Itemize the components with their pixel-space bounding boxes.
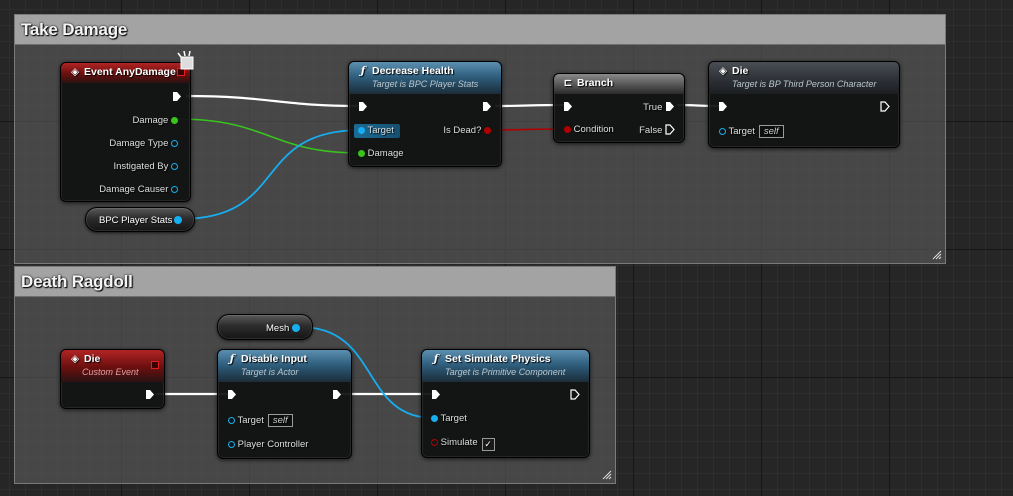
function-icon: ƒ bbox=[360, 65, 366, 77]
object-pin-icon[interactable] bbox=[358, 127, 365, 134]
object-pin-icon[interactable] bbox=[431, 415, 438, 422]
delegate-pin-icon[interactable] bbox=[151, 361, 159, 369]
node-header: ƒ Disable Input Target is Actor bbox=[218, 350, 351, 382]
node-header: ◈ Event AnyDamage bbox=[61, 63, 190, 83]
pin-true[interactable]: True bbox=[643, 101, 675, 114]
pin-false[interactable]: False bbox=[639, 124, 675, 137]
event-diamond-icon: ◈ bbox=[70, 353, 80, 365]
event-diamond-icon: ◈ bbox=[70, 66, 80, 78]
node-title: Die bbox=[84, 353, 101, 365]
simulate-checkbox[interactable]: ✓ bbox=[481, 438, 495, 451]
pin-damage-type[interactable]: Damage Type bbox=[109, 138, 178, 150]
exec-in-pin[interactable] bbox=[227, 389, 237, 400]
pin-simulate[interactable]: Simulate✓ bbox=[431, 437, 495, 451]
exec-in-pin[interactable] bbox=[431, 389, 441, 400]
object-pin-icon[interactable] bbox=[171, 140, 178, 147]
node-title: Die bbox=[732, 65, 749, 77]
node-die-event[interactable]: ◈ Die Custom Event bbox=[60, 349, 165, 409]
pin-damage[interactable]: Damage bbox=[132, 115, 178, 127]
float-pin-icon[interactable] bbox=[358, 150, 365, 157]
node-title: Event AnyDamage bbox=[84, 66, 176, 78]
variable-label: BPC Player Stats bbox=[99, 215, 173, 226]
node-bpc-player-stats[interactable]: BPC Player Stats bbox=[85, 207, 195, 232]
target-default-field[interactable]: self bbox=[267, 414, 293, 427]
exec-out-pin[interactable] bbox=[570, 389, 580, 400]
pin-instigated-by[interactable]: Instigated By bbox=[113, 161, 178, 173]
event-signal-icon bbox=[177, 51, 194, 70]
target-default-field[interactable]: self bbox=[758, 125, 784, 138]
pin-damage-causer[interactable]: Damage Causer bbox=[99, 184, 178, 196]
object-pin-icon[interactable] bbox=[292, 324, 300, 332]
node-header: ⊏ Branch bbox=[554, 74, 684, 94]
node-event-any-damage[interactable]: ◈ Event AnyDamage Damage Damage Type Inst… bbox=[60, 51, 194, 202]
exec-out-pin[interactable] bbox=[665, 124, 675, 135]
function-icon: ƒ bbox=[229, 353, 235, 365]
branch-icon: ⊏ bbox=[563, 77, 573, 89]
node-die-call[interactable]: ◈ Die Target is BP Third Person Character… bbox=[708, 61, 900, 148]
node-header: ◈ Die Custom Event bbox=[61, 350, 164, 382]
exec-out-pin[interactable] bbox=[172, 91, 182, 102]
node-subtitle: Target is Actor bbox=[241, 367, 299, 377]
pin-is-dead[interactable]: Is Dead? bbox=[443, 125, 491, 137]
resize-grip-icon[interactable] bbox=[932, 250, 942, 260]
node-subtitle: Target is BPC Player Stats bbox=[372, 79, 479, 89]
exec-out-pin[interactable] bbox=[145, 389, 155, 400]
pin-player-controller[interactable]: Player Controller bbox=[228, 439, 308, 451]
node-title: Set Simulate Physics bbox=[445, 353, 551, 365]
bool-pin-icon[interactable] bbox=[484, 127, 491, 134]
node-header: ƒ Set Simulate Physics Target is Primitiv… bbox=[422, 350, 589, 382]
exec-in-pin[interactable] bbox=[563, 101, 573, 112]
exec-in-pin[interactable] bbox=[358, 101, 368, 112]
bool-pin-icon[interactable] bbox=[431, 439, 438, 446]
node-header: ƒ Decrease Health Target is BPC Player St… bbox=[349, 62, 501, 94]
node-title: Branch bbox=[577, 77, 614, 89]
bool-pin-icon[interactable] bbox=[564, 126, 571, 133]
pin-target[interactable]: Target bbox=[431, 413, 467, 425]
node-subtitle: Target is Primitive Component bbox=[445, 367, 566, 377]
node-subtitle: Custom Event bbox=[82, 367, 139, 377]
object-pin-icon[interactable] bbox=[174, 216, 182, 224]
node-title: Disable Input bbox=[241, 353, 307, 365]
float-pin-icon[interactable] bbox=[171, 117, 178, 124]
exec-out-pin[interactable] bbox=[332, 389, 342, 400]
event-diamond-icon: ◈ bbox=[718, 65, 728, 77]
node-mesh[interactable]: Mesh bbox=[217, 314, 313, 340]
variable-label: Mesh bbox=[266, 323, 290, 334]
node-branch[interactable]: ⊏ Branch True Condition False bbox=[553, 73, 685, 143]
exec-in-pin[interactable] bbox=[718, 101, 728, 112]
resize-grip-icon[interactable] bbox=[602, 470, 612, 480]
node-subtitle: Target is BP Third Person Character bbox=[732, 79, 877, 89]
comment-title[interactable]: Take Damage bbox=[15, 15, 945, 45]
object-pin-icon[interactable] bbox=[171, 163, 178, 170]
node-set-simulate-physics[interactable]: ƒ Set Simulate Physics Target is Primitiv… bbox=[421, 349, 590, 458]
pin-damage[interactable]: Damage bbox=[358, 148, 404, 160]
exec-out-pin[interactable] bbox=[880, 101, 890, 112]
object-pin-icon[interactable] bbox=[171, 186, 178, 193]
object-pin-icon[interactable] bbox=[719, 128, 726, 135]
node-header: ◈ Die Target is BP Third Person Character bbox=[709, 62, 899, 94]
node-title: Decrease Health bbox=[372, 65, 454, 77]
exec-out-pin[interactable] bbox=[665, 101, 675, 112]
object-pin-icon[interactable] bbox=[228, 441, 235, 448]
node-decrease-health[interactable]: ƒ Decrease Health Target is BPC Player St… bbox=[348, 61, 502, 167]
exec-out-pin[interactable] bbox=[482, 101, 492, 112]
comment-title[interactable]: Death Ragdoll bbox=[15, 267, 615, 297]
function-icon: ƒ bbox=[433, 353, 439, 365]
object-pin-icon[interactable] bbox=[228, 417, 235, 424]
pin-target[interactable]: Target bbox=[354, 124, 400, 138]
pin-condition[interactable]: Condition bbox=[564, 124, 614, 136]
